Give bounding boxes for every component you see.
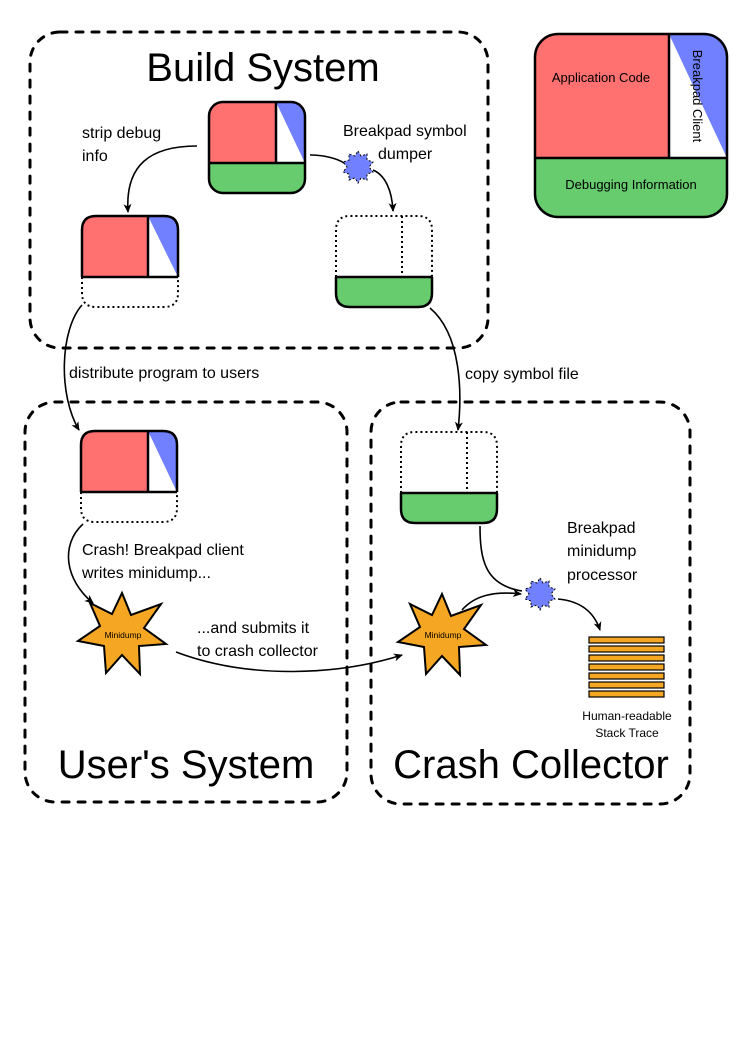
copy-symbol-arrow [429,307,463,431]
processor-label: Breakpad [567,520,636,537]
build-system-title: Build System [146,46,379,90]
stack-trace-icon [588,636,665,698]
symbol-to-processor-line [479,525,523,592]
dumper-to-symbol-arrow [372,169,397,212]
user-binary-block [79,429,179,523]
stack-trace-label-2: Stack Trace [595,726,659,740]
minidump-to-processor-arrow [461,589,522,611]
build-system-region [28,30,490,350]
crash-collector-region [369,400,692,806]
strip-debug-arrow [123,145,198,213]
collector-minidump-label: Minidump [425,630,462,640]
submit-arrow [175,651,403,673]
dumper-gear-icon [342,150,374,184]
distribute-arrow [63,304,83,431]
distribute-label: distribute program to users [69,365,259,382]
crash-collector-title: Crash Collector [393,743,669,787]
stripped-binary-block [80,214,180,308]
strip-debug-label-2: info [82,148,108,165]
crash-arrow [67,523,94,604]
legend-debug-label: Debugging Information [565,177,697,192]
user-minidump-label: Minidump [105,630,142,640]
processor-to-trace-arrow [557,598,602,631]
dumper-label: Breakpad symbol [343,123,467,140]
legend-debug-block [535,158,727,217]
to-dumper-line [309,154,345,164]
collector-symbol-file-block [399,431,499,525]
legend-client-block [669,34,727,158]
users-system-title: User's System [58,743,315,787]
legend-client-label: Breakpad Client [690,50,705,143]
symbol-file-block [334,215,434,309]
legend-app-code-label: Application Code [552,70,650,85]
processor-gear-icon [524,577,556,611]
copy-symbol-label: copy symbol file [465,366,579,383]
collector-minidump-icon: Minidump [395,591,489,678]
legend: Application Code Breakpad Client Debuggi… [533,32,729,219]
strip-debug-label: strip debug [82,125,161,142]
users-system-region [23,400,349,804]
full-binary-block [207,100,307,195]
crash-label-2: writes minidump... [81,565,211,582]
user-minidump-icon: Minidump [75,590,169,677]
legend-app-code-block [535,34,669,158]
dumper-label-2: dumper [378,146,433,163]
crash-label: Crash! Breakpad client [82,542,244,559]
processor-label-2: minidump [567,543,636,560]
submit-label: ...and submits it [197,620,310,637]
stack-trace-label: Human-readable [582,709,672,723]
processor-label-3: processor [567,567,638,584]
submit-label-2: to crash collector [197,643,319,660]
